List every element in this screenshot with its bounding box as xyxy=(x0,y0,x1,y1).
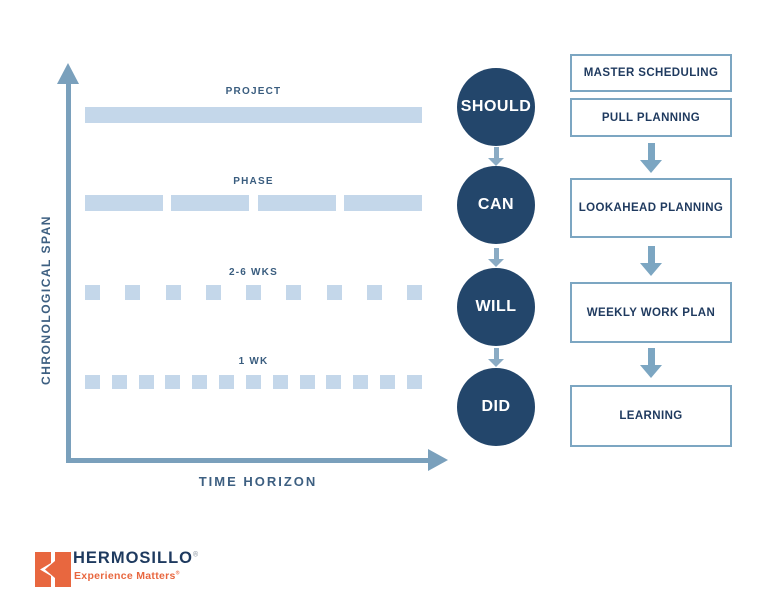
bar-segment xyxy=(343,195,422,211)
box-weekly-work-plan: WEEKLY WORK PLAN xyxy=(570,282,732,343)
bar-segment xyxy=(125,285,141,300)
bar-segment xyxy=(85,285,100,300)
row-label-2-6-wks: 2-6 WKS xyxy=(229,267,278,278)
hermosillo-mark-icon xyxy=(35,552,71,587)
row-segments-project xyxy=(85,107,422,123)
bar-segment xyxy=(171,195,250,211)
bar-segment xyxy=(85,375,100,389)
circle-can: CAN xyxy=(457,166,535,244)
bar-segment xyxy=(219,375,235,389)
bar-segment xyxy=(272,375,288,389)
bar-segment xyxy=(326,285,342,300)
y-axis-arrow-icon xyxy=(57,63,79,84)
bar-segment xyxy=(165,285,181,300)
down-arrow-icon xyxy=(488,348,504,367)
registered-mark: ® xyxy=(193,551,199,559)
down-arrow-icon xyxy=(640,348,662,378)
bar-segment xyxy=(326,375,342,389)
circle-should: SHOULD xyxy=(457,68,535,146)
bar-segment xyxy=(353,375,369,389)
bar-segment xyxy=(85,107,422,123)
box-lookahead-planning: LOOKAHEAD PLANNING xyxy=(570,178,732,238)
bar-segment xyxy=(299,375,315,389)
row-label-phase: PHASE xyxy=(233,176,274,187)
bar-segment xyxy=(165,375,181,389)
x-axis-line xyxy=(66,458,428,463)
bar-segment xyxy=(406,375,422,389)
row-label-project: PROJECT xyxy=(225,86,282,97)
bar-segment xyxy=(138,375,154,389)
row-segments-2-6-wks xyxy=(85,285,422,300)
bar-segment xyxy=(205,285,221,300)
circle-will: WILL xyxy=(457,268,535,346)
bar-segment xyxy=(246,285,261,300)
row-label-1-wk: 1 WK xyxy=(238,356,269,367)
y-axis-line xyxy=(66,84,71,460)
bar-segment xyxy=(286,285,302,300)
row-segments-phase xyxy=(85,195,422,211)
wordmark-text: HERMOSILLO xyxy=(73,549,193,567)
brand-tagline: Experience Matters® xyxy=(74,570,179,582)
bar-segment xyxy=(380,375,396,389)
down-arrow-icon xyxy=(640,246,662,276)
row-segments-1-wk xyxy=(85,375,422,389)
bar-segment xyxy=(111,375,127,389)
brand-logo: HERMOSILLO® Experience Matters® xyxy=(35,549,255,594)
bar-segment xyxy=(85,195,163,211)
y-axis-label: CHRONOLOGICAL SPAN xyxy=(39,215,53,385)
down-arrow-icon xyxy=(640,143,662,173)
bar-segment xyxy=(192,375,208,389)
box-pull-planning: PULL PLANNING xyxy=(570,98,732,137)
bar-segment xyxy=(407,285,422,300)
tagline-text: Experience Matters xyxy=(74,570,176,582)
bar-segment xyxy=(245,375,261,389)
registered-mark: ® xyxy=(175,570,180,577)
down-arrow-icon xyxy=(488,147,504,166)
x-axis-arrow-icon xyxy=(428,449,448,471)
hermosillo-wordmark: HERMOSILLO® xyxy=(73,549,198,568)
box-master-scheduling: MASTER SCHEDULING xyxy=(570,54,732,92)
box-learning: LEARNING xyxy=(570,385,732,447)
x-axis-label: TIME HORIZON xyxy=(198,474,318,489)
circle-did: DID xyxy=(457,368,535,446)
bar-segment xyxy=(257,195,336,211)
down-arrow-icon xyxy=(488,248,504,267)
bar-segment xyxy=(366,285,382,300)
